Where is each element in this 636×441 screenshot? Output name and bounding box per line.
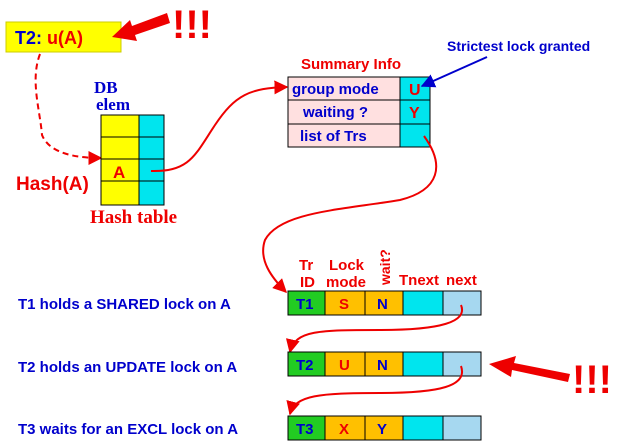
lock-row-3-mode: X: [339, 421, 349, 438]
summary-to-t1-arrow: [262, 135, 438, 293]
summary-row-list: list of Trs: [300, 128, 367, 145]
summary-value-group-mode: U: [409, 82, 421, 99]
lock-row-1-tr: T1: [296, 296, 314, 313]
header-id: ID: [300, 274, 315, 291]
t1-to-t2-arrow: [285, 304, 464, 354]
header-tnext: Tnext: [399, 272, 439, 289]
strictest-label: Strictest lock granted: [447, 38, 590, 54]
hash-table: A: [100, 114, 165, 206]
summary-row-waiting: waiting ?: [302, 104, 368, 121]
db-elem-label-line1: DB: [94, 78, 118, 97]
lock-row-3-wait: Y: [377, 421, 387, 438]
lock-row-3-description: T3 waits for an EXCL lock on A: [18, 421, 238, 438]
lock-row-3-tr: T3: [296, 421, 314, 438]
lock-row-2-tr: T2: [296, 357, 314, 374]
hash-table-label: Hash table: [90, 207, 177, 228]
lock-row-1-mode: S: [339, 296, 349, 313]
request-op: u(A): [47, 28, 83, 48]
alarm-arrow-top: [112, 13, 170, 41]
lock-row-2-description: T2 holds an UPDATE lock on A: [18, 359, 237, 376]
svg-text:T2: u(A): T2: u(A): [15, 28, 83, 48]
dashed-lookup-arrow: [34, 53, 103, 165]
db-elem-label-line2: elem: [96, 95, 130, 114]
lock-row-2: T2 U N: [287, 351, 482, 377]
request-box: T2: u(A): [5, 21, 122, 53]
lock-row-2-wait: N: [377, 357, 388, 374]
lock-row-3: T3 X Y: [287, 415, 482, 441]
hash-to-summary-arrow: [150, 80, 289, 173]
lock-row-1: T1 S N: [287, 290, 482, 316]
lock-row-1-description: T1 holds a SHARED lock on A: [18, 296, 231, 313]
lock-row-2-mode: U: [339, 357, 350, 374]
hash-cell-a: A: [113, 163, 125, 182]
strictest-arrow: [420, 56, 488, 88]
header-lock: Lock: [329, 257, 365, 274]
alarm-mark-top: !!!: [172, 3, 212, 47]
alarm-arrow-bottom: [489, 356, 570, 382]
t2-to-t3-arrow: [286, 365, 464, 416]
header-next: next: [446, 272, 477, 289]
hash-label: Hash(A): [16, 174, 89, 195]
summary-title: Summary Info: [301, 56, 401, 73]
header-wait: wait?: [377, 249, 393, 286]
request-prefix: T2:: [15, 28, 47, 48]
alarm-mark-bottom: !!!: [572, 358, 612, 402]
summary-value-waiting: Y: [409, 105, 420, 122]
lock-row-1-wait: N: [377, 296, 388, 313]
header-tr: Tr: [299, 257, 313, 274]
header-mode: mode: [326, 274, 366, 291]
summary-row-group-mode: group mode: [292, 81, 379, 98]
summary-table: group mode waiting ? list of Trs U Y: [287, 76, 431, 148]
